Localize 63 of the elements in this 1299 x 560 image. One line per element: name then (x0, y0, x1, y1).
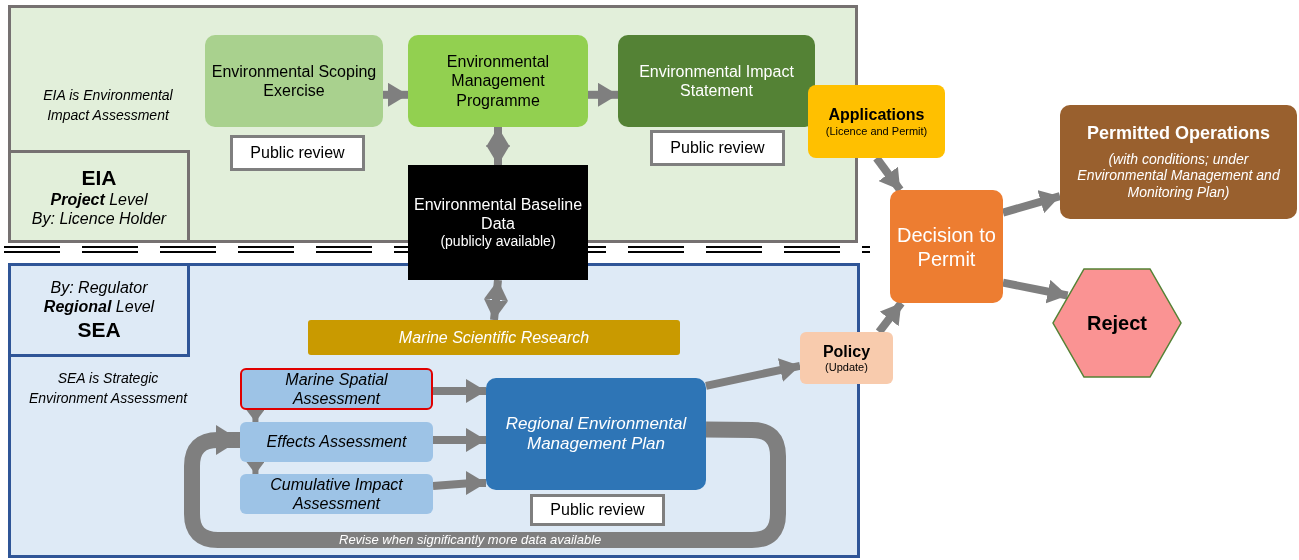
arrow (1002, 278, 1069, 304)
process-box (408, 35, 588, 127)
data-box (408, 165, 588, 280)
review-box (650, 130, 785, 166)
node-label: Marine Scientific Research (398, 327, 590, 348)
node-label: By: Regulator (50, 278, 148, 298)
assessment-box (240, 368, 433, 410)
node-subtext: SEA (77, 316, 121, 342)
level-box (8, 263, 190, 357)
assessment-box (240, 474, 433, 514)
process-box (618, 35, 815, 127)
arrow (875, 300, 905, 335)
note-text: SEA is Strategic Environment Assessment (27, 369, 189, 408)
node-label: EIA (81, 164, 117, 190)
node-label: Decision to Permit (896, 222, 997, 271)
node-label: Environmental Baseline Data (412, 194, 584, 234)
decision-box (890, 190, 1003, 303)
node-label: Environmental Management Programme (445, 52, 551, 110)
node-label: Environmental Scoping Exercise (210, 61, 378, 101)
node-label: Public review (250, 143, 345, 163)
node-label: Regional Environmental Management Plan (504, 413, 688, 455)
node-subtext: By: Licence Holder (31, 209, 167, 229)
input-box (808, 85, 945, 158)
arrow (433, 379, 486, 403)
node-label: Permitted Operations (1086, 123, 1270, 145)
node-subtext: (publicly available) (440, 233, 556, 251)
node-subtext: (with conditions; under Environmental Management and Monitoring Plan) (1076, 150, 1281, 201)
research-bar (308, 320, 680, 355)
hexagon-node (1052, 268, 1182, 378)
arrow (873, 155, 904, 193)
node-label: Effects Assessment (266, 432, 407, 452)
plan-box (486, 378, 706, 490)
input-box (800, 332, 893, 384)
node-label: Public review (670, 138, 765, 158)
arrow (1001, 190, 1062, 217)
node-label: Applications (828, 105, 925, 125)
node-label: Policy (822, 341, 871, 361)
assessment-box (240, 422, 433, 462)
arrow (383, 82, 408, 107)
arrow (484, 279, 508, 321)
arrow (588, 82, 618, 107)
node-subtext: (Licence and Permit) (825, 124, 928, 138)
node-label: Public review (550, 500, 645, 520)
review-box (530, 494, 665, 526)
arrow (432, 471, 486, 495)
node-label: Marine Spatial Assessment (284, 369, 389, 409)
arrow (433, 428, 486, 452)
arrow (246, 410, 265, 422)
review-box (230, 135, 365, 171)
arrow (184, 421, 786, 548)
node-label: Environmental Impact Statement (638, 61, 795, 101)
outcome-box (1060, 105, 1297, 219)
level-box (8, 150, 190, 243)
node-subtext: (Update) (825, 361, 868, 375)
arrow (486, 127, 510, 165)
node-subtext: Regional Level (43, 297, 155, 317)
arrow (705, 358, 801, 390)
node-label: Cumulative Impact Assessment (269, 474, 404, 514)
note-text: EIA is Environmental Impact Assessment (42, 86, 174, 125)
node-subtext: Project Level (50, 189, 148, 210)
process-box (205, 35, 383, 127)
arrow (246, 462, 265, 474)
node-label: Reject (1087, 311, 1147, 335)
